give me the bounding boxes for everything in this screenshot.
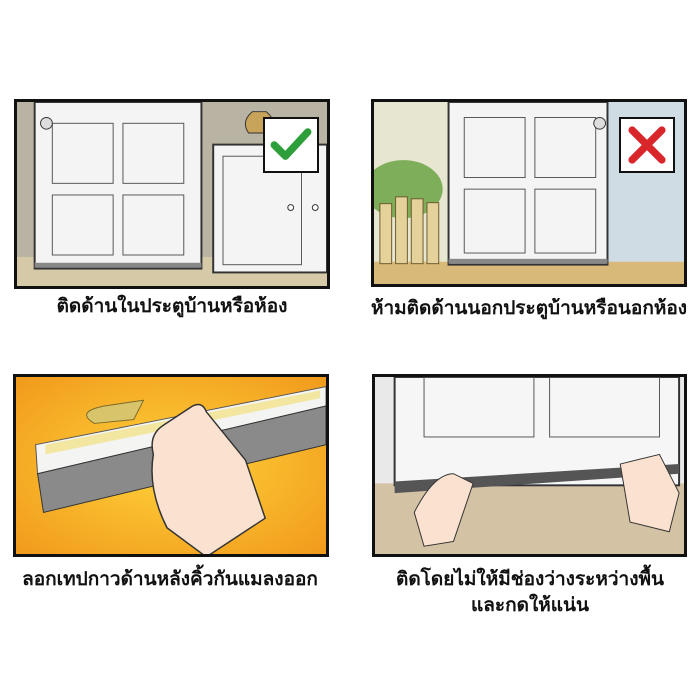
step-1-illustration [14, 99, 330, 289]
step-4-caption: ติดโดยไม่ให้มีช่องว่างระหว่างพื้น และกดใ… [360, 567, 700, 619]
step-4-caption-line-1: ติดโดยไม่ให้มีช่องว่างระหว่างพื้น [395, 569, 665, 590]
step-4-caption-line-2: และกดให้แน่น [471, 595, 589, 616]
step-2-caption: ห้ามติดด้านนอกประตูบ้านหรือนอกห้อง [370, 298, 688, 319]
step-4-illustration [372, 374, 687, 557]
check-icon [263, 117, 319, 173]
cross-icon [619, 117, 675, 173]
step-1-caption: ติดด้านในประตูบ้านหรือห้อง [56, 296, 288, 317]
step-3-caption: ลอกเทปกาวด้านหลังคิ้วกันแมลงออก [22, 569, 318, 590]
step-3-illustration [13, 374, 329, 557]
